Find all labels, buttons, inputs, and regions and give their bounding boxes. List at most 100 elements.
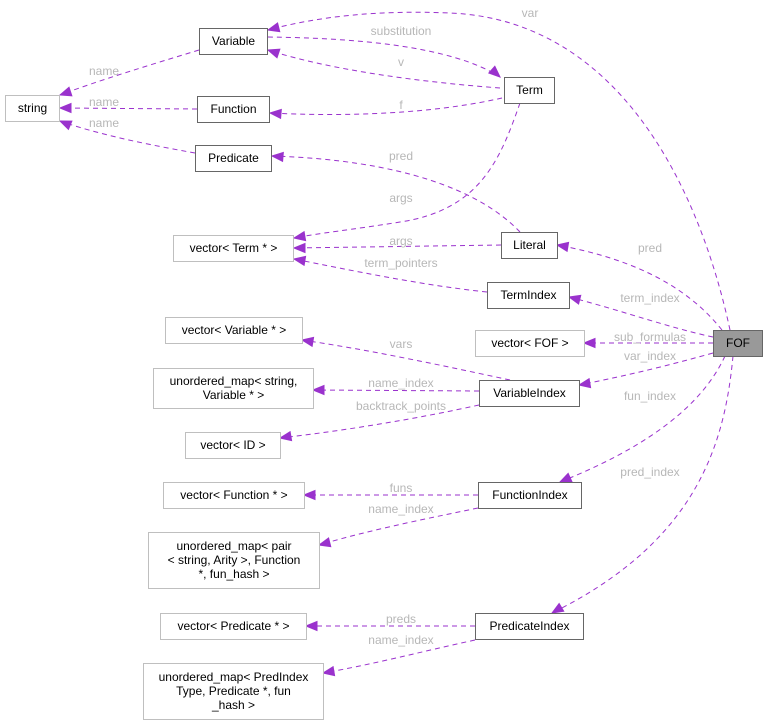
node-label: FOF	[726, 336, 750, 350]
node-vector-variable[interactable]: vector< Variable * >	[165, 317, 303, 344]
node-label: vector< Term * >	[190, 241, 278, 255]
node-vector-term[interactable]: vector< Term * >	[173, 235, 294, 262]
edge-variable-to-string: name	[58, 49, 200, 97]
node-box	[195, 145, 272, 172]
node-label: _hash >	[211, 698, 255, 712]
node-map-string-variable[interactable]: unordered_map< string,Variable * >	[153, 368, 314, 409]
edge-label: term_index	[620, 291, 679, 305]
node-term[interactable]: Term	[504, 77, 555, 104]
edge-literal-to-vector-term: args	[292, 234, 502, 254]
edge-line	[559, 355, 726, 483]
edge-term-index-to-vector-term: term_pointers	[292, 255, 488, 293]
node-predicate[interactable]: Predicate	[195, 145, 272, 172]
node-label: unordered_map< string,	[170, 374, 298, 388]
node-fof[interactable]: FOF	[713, 330, 763, 357]
edge-label: v	[398, 55, 404, 69]
node-label: TermIndex	[500, 288, 556, 302]
node-label: vector< Predicate * >	[177, 619, 289, 633]
edge-line	[59, 107, 198, 110]
edge-line	[267, 49, 501, 89]
node-box	[713, 330, 763, 357]
node-predicate-index[interactable]: PredicateIndex	[475, 613, 584, 640]
arrowhead-icon	[292, 230, 307, 242]
node-box	[197, 96, 270, 123]
edge-label: name_index	[368, 376, 433, 390]
node-variable[interactable]: Variable	[199, 28, 268, 55]
edge-function-index-to-map-pair-function: name_index	[317, 502, 479, 548]
edge-fof-to-predicate-index: pred_index	[550, 355, 734, 614]
node-box	[143, 663, 324, 720]
node-label: FunctionIndex	[492, 488, 567, 502]
node-label: VariableIndex	[493, 386, 566, 400]
node-box	[487, 282, 570, 309]
edge-label: pred_index	[620, 465, 679, 479]
edge-line	[59, 49, 200, 96]
node-label: *, fun_hash >	[198, 567, 269, 581]
edge-fof-to-function-index: fun_index	[558, 355, 726, 483]
node-label: vector< FOF >	[491, 336, 568, 350]
edge-line	[318, 507, 479, 546]
arrowhead-icon	[550, 602, 565, 614]
edge-label: vars	[390, 337, 413, 351]
edge-variable-index-to-vector-variable: vars	[300, 336, 511, 381]
edge-label: name	[89, 116, 119, 130]
arrowhead-icon	[577, 377, 592, 389]
node-label: Term	[516, 83, 543, 97]
node-string[interactable]: string	[5, 95, 60, 122]
edge-term-to-variable: v	[266, 48, 501, 89]
node-vector-predicate[interactable]: vector< Predicate * >	[160, 613, 307, 640]
arrowhead-icon	[268, 108, 282, 120]
node-box	[475, 613, 584, 640]
edge-label: pred	[389, 149, 413, 163]
node-label: Predicate	[208, 151, 259, 165]
arrowhead-icon	[58, 120, 73, 131]
edge-line	[322, 639, 476, 674]
arrowhead-icon	[558, 472, 573, 483]
node-label: Variable * >	[203, 388, 264, 402]
edge-fof-to-variable: var	[266, 6, 731, 331]
edge-line	[271, 155, 521, 233]
node-function[interactable]: Function	[197, 96, 270, 123]
arrowhead-icon	[567, 294, 582, 305]
node-box	[185, 432, 281, 459]
node-vector-fof[interactable]: vector< FOF >	[475, 330, 585, 357]
node-label: vector< Function * >	[180, 488, 287, 502]
edge-label: pred	[638, 241, 662, 255]
node-box	[153, 368, 314, 409]
edge-label: name_index	[368, 633, 433, 647]
edge-line	[267, 36, 501, 78]
edge-label: name_index	[368, 502, 433, 516]
node-vector-id[interactable]: vector< ID >	[185, 432, 281, 459]
node-map-pair-function[interactable]: unordered_map< pair< string, Arity >, Fu…	[148, 532, 320, 589]
edge-label: term_pointers	[364, 256, 437, 270]
node-variable-index[interactable]: VariableIndex	[479, 380, 580, 407]
arrowhead-icon	[555, 241, 570, 253]
edge-line	[59, 120, 196, 154]
edge-label: name	[89, 95, 119, 109]
edge-line	[293, 244, 502, 249]
edge-fof-to-term-index: term_index	[567, 291, 714, 338]
node-label: unordered_map< PredIndex	[159, 670, 309, 684]
edge-line	[578, 352, 714, 386]
edge-line	[312, 389, 480, 392]
node-label: string	[18, 101, 47, 115]
node-box	[5, 95, 60, 122]
arrowhead-icon	[304, 620, 318, 632]
edge-predicate-index-to-vector-predicate: preds	[304, 612, 475, 632]
node-term-index[interactable]: TermIndex	[487, 282, 570, 309]
edge-line	[551, 355, 734, 614]
node-label: vector< ID >	[200, 438, 265, 452]
node-box	[199, 28, 268, 55]
node-vector-function[interactable]: vector< Function * >	[163, 482, 305, 509]
edge-predicate-index-to-map-predindex: name_index	[321, 633, 476, 677]
arrowhead-icon	[58, 102, 72, 114]
edge-label: fun_index	[624, 389, 676, 403]
edge-label: args	[389, 191, 412, 205]
node-function-index[interactable]: FunctionIndex	[478, 482, 582, 509]
edge-line	[293, 258, 488, 293]
node-literal[interactable]: Literal	[501, 232, 558, 259]
node-box	[479, 380, 580, 407]
arrowhead-icon	[302, 489, 316, 501]
